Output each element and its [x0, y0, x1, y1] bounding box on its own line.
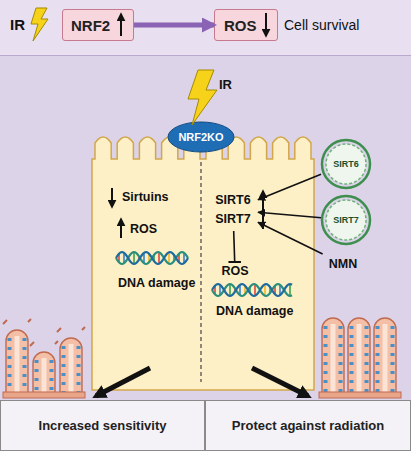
dna-helix: [212, 284, 292, 296]
arrow-connector: [258, 222, 323, 254]
up-arrow: [262, 191, 264, 229]
damage-label: DNA damage: [118, 276, 195, 290]
dna-helix: [116, 252, 188, 264]
node-text: NRF2: [71, 17, 110, 34]
treatment-label: NMN: [320, 254, 366, 274]
up-arrow: [120, 14, 122, 36]
outcome-box: Protect against radiation: [205, 400, 411, 451]
arrow-connector: [134, 23, 214, 28]
node-text: SIRT7: [333, 215, 359, 225]
node-text: Increased sensitivity: [39, 418, 167, 433]
stimulus-label: IR: [10, 16, 25, 33]
process-box: ROS: [214, 9, 278, 41]
node-text: SIRT6: [215, 191, 250, 210]
lightning-bolt: [31, 8, 48, 41]
node-text: ROS: [224, 17, 257, 34]
cell-shape: SirtuinsROSDNA damageDNA damageNRF2KOSIR…: [92, 135, 314, 390]
inhibition-line: [234, 231, 235, 262]
node-text: NMN: [329, 257, 357, 271]
cell-outline: [92, 135, 314, 390]
divider-line: [200, 162, 201, 382]
node-text: ROS: [221, 264, 248, 278]
outcome-label: Cell survival: [284, 17, 359, 33]
stimulus-label: IR: [219, 77, 232, 92]
plasmid-circle: SIRT7: [321, 195, 371, 245]
lightning-bolt: [188, 70, 217, 125]
header-band: IR Cell survival NRF2 ROS: [0, 0, 411, 56]
down-arrow: [111, 188, 113, 207]
node-text: Protect against radiation: [232, 418, 384, 433]
ros-label: ROS: [214, 262, 256, 280]
up-arrow: [120, 219, 122, 238]
process-box: NRF2: [62, 9, 134, 41]
ros-label: ROS: [130, 222, 157, 236]
intestinal-villi: [3, 319, 85, 398]
node-text: SIRT6: [333, 159, 359, 169]
down-arrow: [265, 13, 267, 36]
sirtuin-label: Sirtuins: [122, 190, 169, 204]
arrow-connector: [258, 212, 321, 218]
outcome-box: Increased sensitivity: [0, 400, 205, 451]
arrow-connector: [258, 174, 321, 200]
outcome-arrow: [252, 368, 308, 396]
plasmid-circle: SIRT6: [321, 139, 371, 189]
knockout-oval: NRF2KO: [168, 122, 234, 152]
node-text: SIRT7: [215, 210, 250, 229]
main-panel: [0, 56, 411, 400]
sirtuin-group: SIRT6SIRT7: [208, 189, 258, 231]
damage-label: DNA damage: [216, 304, 293, 318]
node-text: NRF2KO: [178, 131, 223, 143]
outcome-arrow: [96, 368, 150, 396]
intestinal-villi: [319, 318, 401, 398]
